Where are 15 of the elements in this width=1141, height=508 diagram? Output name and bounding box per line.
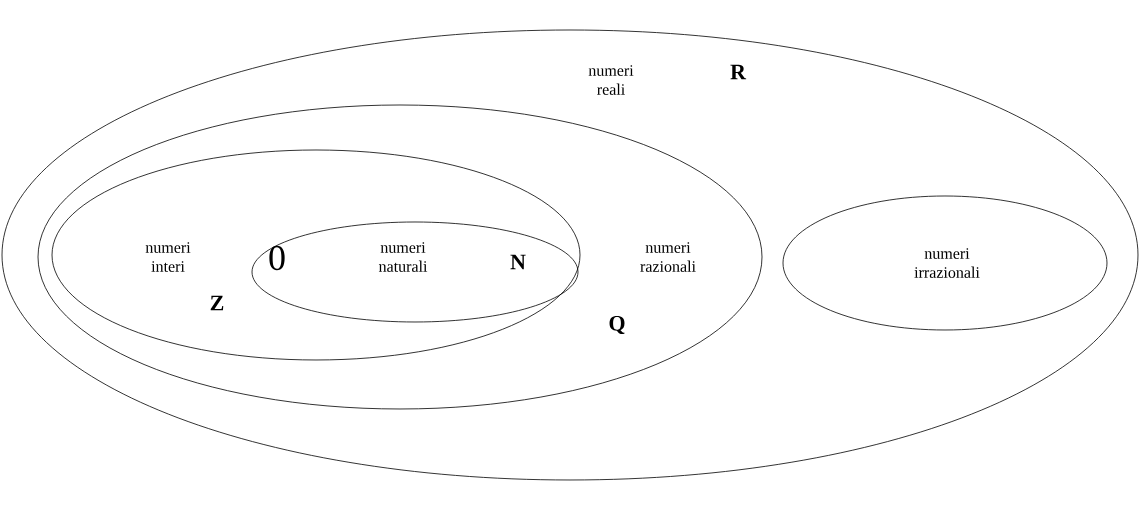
- set-ellipse: [37, 104, 763, 410]
- set-label: numeri naturali: [378, 242, 428, 272]
- set-label: numeri reali: [588, 65, 634, 95]
- set-ellipse: [251, 221, 579, 323]
- set-label: numeri irrazionali: [914, 248, 980, 278]
- set-symbol: Q: [609, 315, 625, 335]
- set-ellipse: [782, 195, 1108, 331]
- set-ellipse: [51, 149, 581, 361]
- set-label: numeri razionali: [640, 242, 696, 272]
- set-label: numeri interi: [145, 242, 191, 272]
- set-symbol: N: [510, 254, 526, 270]
- set-symbol: R: [730, 64, 747, 80]
- element-label: 0: [269, 245, 285, 271]
- set-symbol: Z: [210, 295, 224, 311]
- set-ellipse: [1, 29, 1139, 481]
